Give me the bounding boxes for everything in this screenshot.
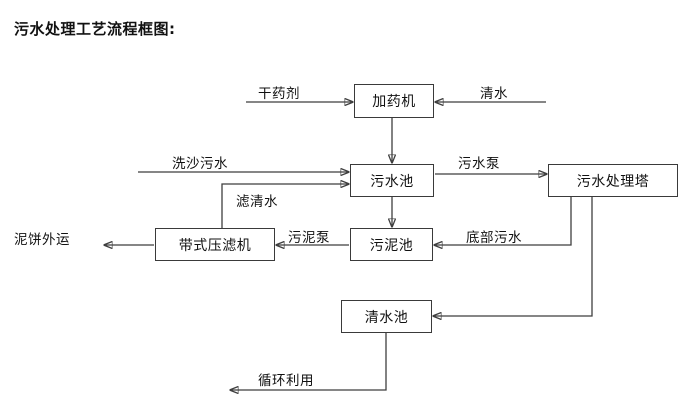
edge-clear-water-pool-to-recycle — [230, 333, 387, 390]
edge-label-filtered-clear-water: 滤清水 — [236, 194, 278, 210]
node-sewage-treatment-tower-label: 污水处理塔 — [576, 173, 650, 190]
edge-label-mud-cake-transport: 泥饼外运 — [14, 232, 70, 248]
node-dosing-machine-label: 加药机 — [372, 94, 416, 110]
edge-label-sand-washing-sewage: 洗沙污水 — [172, 156, 228, 172]
node-belt-filter-press-label: 带式压滤机 — [178, 237, 252, 254]
edge-belt-filter-press-to-sewage-pool — [221, 184, 349, 228]
edge-label-bottom-sewage: 底部污水 — [466, 230, 522, 246]
node-clear-water-pool-label: 清水池 — [364, 309, 409, 326]
node-clear-water-pool[interactable]: 清水池 — [341, 300, 432, 333]
edge-label-clean-water: 清水 — [480, 86, 508, 102]
node-sludge-pool-label: 污泥池 — [369, 237, 414, 254]
node-sewage-pool[interactable]: 污水池 — [350, 164, 434, 197]
edge-tower-bottom-sewage-to-sludge-pool — [434, 197, 572, 245]
edge-label-sewage-pump: 污水泵 — [458, 156, 500, 172]
edge-tower-to-clear-water-pool — [433, 197, 593, 316]
node-belt-filter-press[interactable]: 带式压滤机 — [155, 228, 275, 261]
edge-label-recycle-reuse: 循环利用 — [258, 373, 314, 389]
page-title: 污水处理工艺流程框图: — [14, 20, 176, 38]
edge-label-sludge-pump: 污泥泵 — [288, 230, 330, 246]
node-dosing-machine[interactable]: 加药机 — [354, 84, 434, 118]
node-sludge-pool[interactable]: 污泥池 — [350, 228, 433, 261]
node-sewage-treatment-tower[interactable]: 污水处理塔 — [548, 164, 678, 197]
node-sewage-pool-label: 污水池 — [370, 173, 414, 190]
edge-label-dry-agent: 干药剂 — [258, 86, 300, 102]
